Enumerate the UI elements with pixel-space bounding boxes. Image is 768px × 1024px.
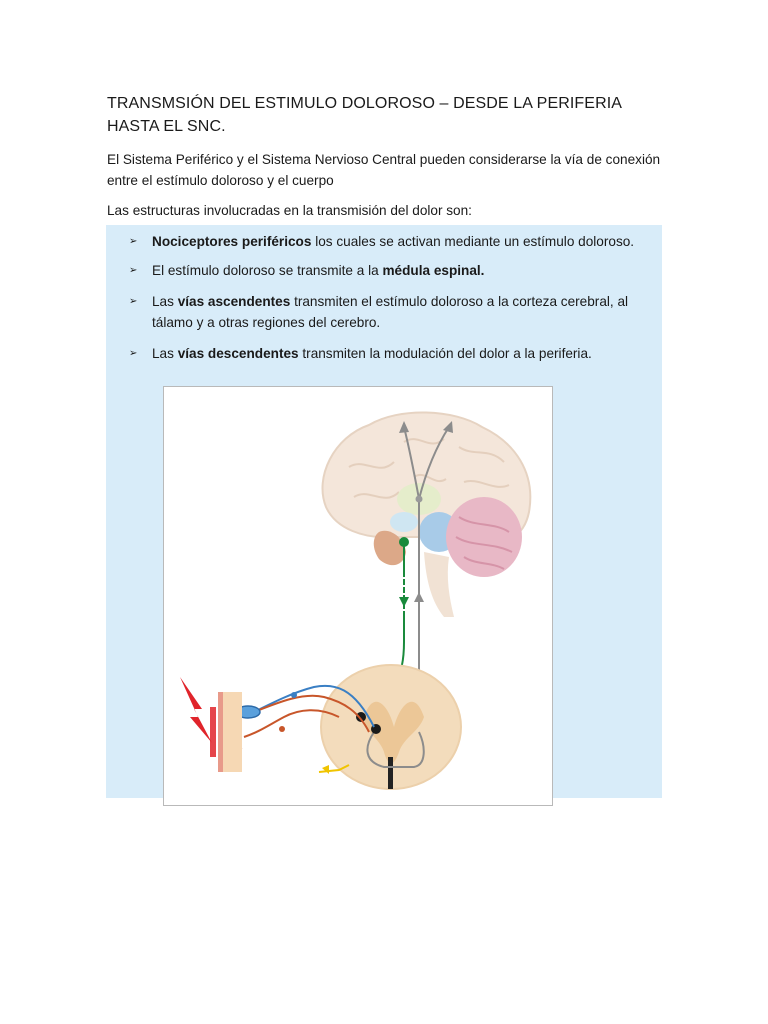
amygdala [373,530,406,566]
arrow-left-icon [322,765,329,774]
bold-term: Nociceptores periféricos [152,234,312,249]
bullet-arrow-icon: ➢ [129,296,138,307]
bold-term: médula espinal. [382,263,485,278]
lightning-icon [180,677,212,743]
skin-stimulus [180,677,242,772]
pain-pathway-illustration [163,386,553,806]
pain-pathway-diagram [180,411,532,790]
arrow-up-right-icon [443,421,453,433]
intro-paragraph: El Sistema Periférico y el Sistema Nervi… [107,152,661,188]
bold-term: vías ascendentes [177,294,291,309]
bullet-arrow-icon: ➢ [129,265,138,276]
central-canal [388,757,393,789]
arrow-up-left-icon [399,421,409,433]
bullet-arrow-icon: ➢ [129,236,138,247]
lead-paragraph: Las estructuras involucradas en la trans… [107,203,472,218]
hypothalamus [390,512,418,532]
list-item: ➢ Nociceptores periféricos los cuales se… [129,231,642,252]
brain-gyri [348,438,510,499]
arrow-down-icon [399,597,409,607]
list-item: ➢ Las vías descendentes transmiten la mo… [129,343,642,364]
bold-term: vías descendentes [177,346,299,361]
brain [321,411,532,617]
bullet-arrow-icon: ➢ [129,348,138,359]
brainstem [424,552,454,617]
arrow-up-icon [414,592,424,602]
list-item: ➢ El estímulo doloroso se transmite a la… [129,260,642,281]
page-title: TRANSMSIÓN DEL ESTIMULO DOLOROSO – DESDE… [107,95,622,135]
gray-matter [364,701,424,764]
spinal-cord [320,664,462,790]
list-item: ➢ Las vías ascendentes transmiten el est… [129,291,642,333]
cerebellum-folds [455,516,513,570]
